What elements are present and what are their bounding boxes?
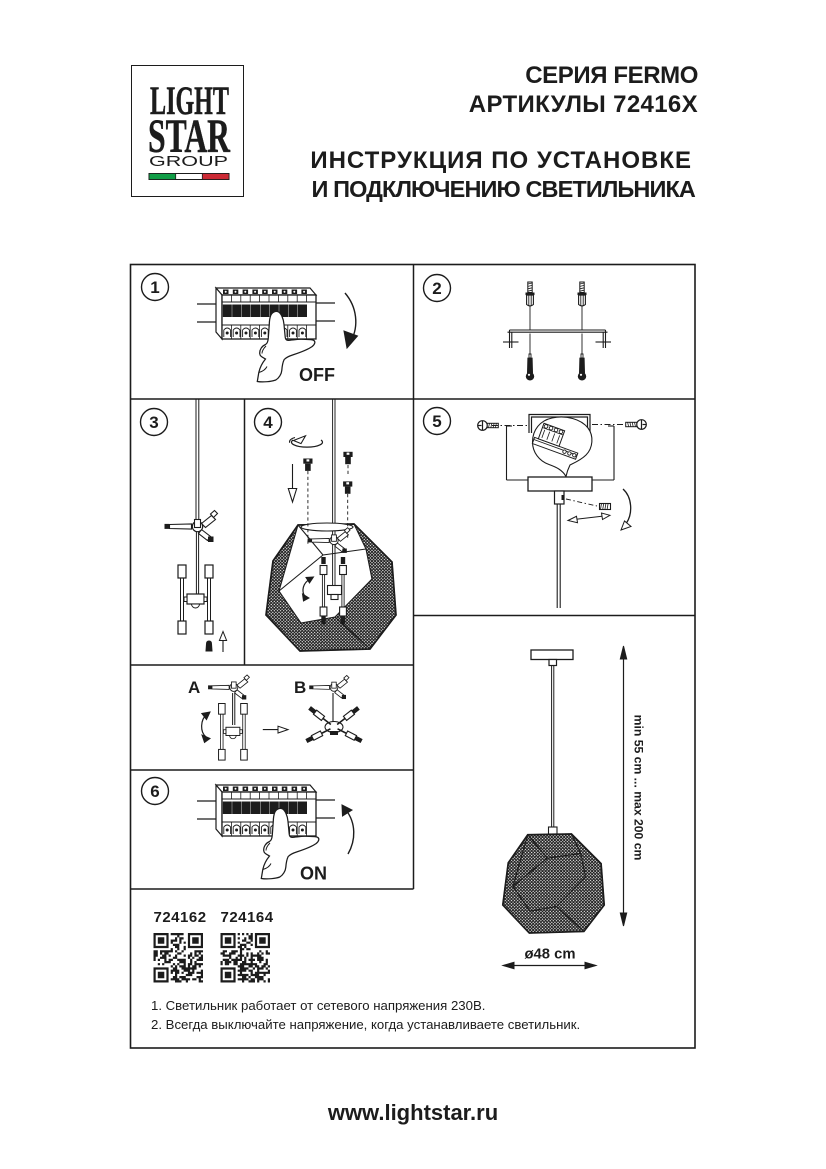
svg-text:B: B <box>294 678 306 697</box>
svg-text:724164: 724164 <box>221 909 274 926</box>
svg-text:A: A <box>188 678 200 697</box>
svg-text:1: 1 <box>150 278 159 297</box>
svg-text:6: 6 <box>150 782 159 801</box>
svg-text:ON: ON <box>300 864 327 884</box>
svg-text:2: 2 <box>432 279 441 298</box>
svg-text:4: 4 <box>263 413 273 432</box>
svg-text:STAR: STAR <box>148 110 231 163</box>
svg-text:5: 5 <box>432 412 441 431</box>
svg-text:724162: 724162 <box>154 909 207 926</box>
svg-text:3: 3 <box>149 413 158 432</box>
svg-text:min 55 cm ... max 200 cm: min 55 cm ... max 200 cm <box>632 715 646 861</box>
svg-text:ø48 cm: ø48 cm <box>525 947 576 963</box>
svg-text:GROUP: GROUP <box>149 153 228 170</box>
svg-text:LIGHT: LIGHT <box>150 78 229 123</box>
